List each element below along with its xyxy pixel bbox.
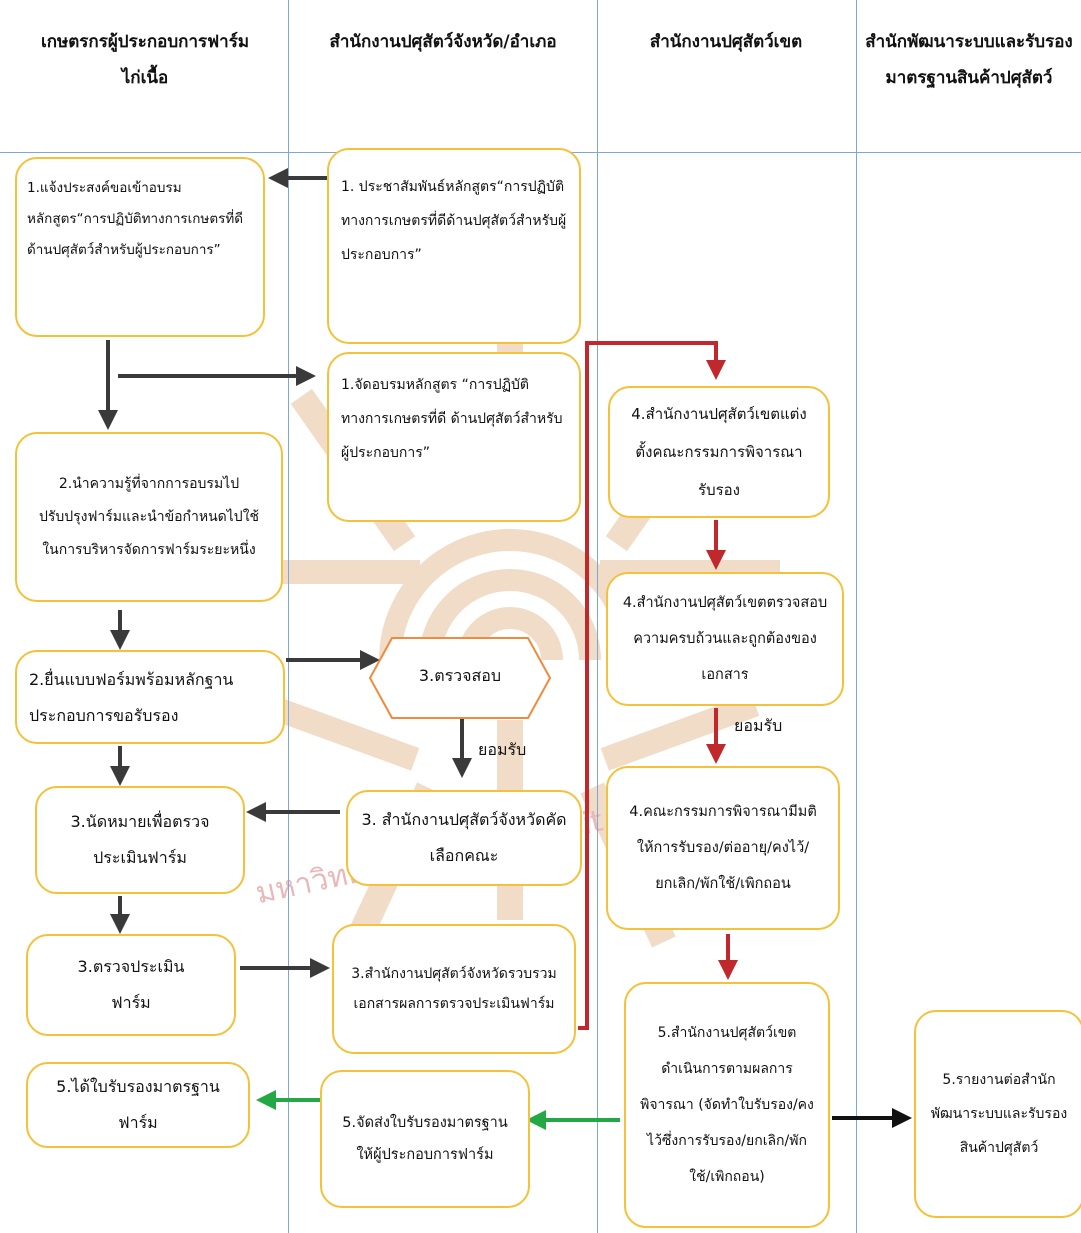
node-reg-appoint-committee: 4.สำนักงานปศุสัตว์เขตแต่งตั้งคณะกรรมการพ… <box>608 386 830 518</box>
node-farmer-appointment: 3.นัดหมายเพื่อตรวจประเมินฟาร์ม <box>35 786 245 894</box>
node-prov-check-label: 3.ตรวจสอบ <box>418 666 502 685</box>
node-reg-check-docs: 4.สำนักงานปศุสัตว์เขตตรวจสอบความครบถ้วนแ… <box>606 572 844 706</box>
node-farmer-submit-form: 2.ยื่นแบบฟอร์มพร้อมหลักฐานประกอบการขอรับ… <box>15 650 285 744</box>
node-farmer-apply-training: 1.แจ้งประสงค์ขอเข้าอบรมหลักสูตร“การปฏิบั… <box>15 157 265 337</box>
node-prov-send-cert: 5.จัดส่งใบรับรองมาตรฐานให้ผู้ประกอบการฟา… <box>320 1070 530 1208</box>
lane-header-provincial: สำนักงานปศุสัตว์จังหวัด/อำเภอ <box>329 32 557 52</box>
node-prov-check-hexagon <box>368 637 552 719</box>
node-prov-select-team: 3. สำนักงานปศุสัตว์จังหวัดคัดเลือกคณะ <box>346 790 582 886</box>
node-prov-compile: 3.สำนักงานปศุสัตว์จังหวัดรวบรวมเอกสารผลก… <box>332 924 576 1054</box>
lane-header-bureau: สำนักพัฒนาระบบและรับรองมาตรฐานสินค้าปศุส… <box>865 32 1073 88</box>
node-prov-publicize: 1. ประชาสัมพันธ์หลักสูตร“การปฏิบัติทางกา… <box>327 148 581 344</box>
node-bureau-report: 5.รายงานต่อสำนักพัฒนาระบบและรับรองสินค้า… <box>914 1010 1081 1218</box>
lane-header-regional: สำนักงานปศุสัตว์เขต <box>649 32 803 52</box>
lane-divider <box>288 0 289 1233</box>
node-prov-training: 1.จัดอบรมหลักสูตร “การปฏิบัติทางการเกษตร… <box>327 352 581 522</box>
node-reg-committee-resolve: 4.คณะกรรมการพิจารณามีมติให้การรับรอง/ต่อ… <box>606 766 840 930</box>
lane-divider <box>597 0 598 1233</box>
node-farmer-inspection: 3.ตรวจประเมินฟาร์ม <box>26 934 236 1036</box>
node-farmer-apply-knowledge: 2.นำความรู้ที่จากการอบรมไปปรับปรุงฟาร์มแ… <box>15 432 283 602</box>
edge-label-accept-provincial: ยอมรับ <box>478 740 527 759</box>
edge-label-accept-regional: ยอมรับ <box>734 716 783 735</box>
lane-divider <box>856 0 857 1233</box>
node-farmer-certificate: 5.ได้ใบรับรองมาตรฐานฟาร์ม <box>26 1062 250 1148</box>
node-reg-follow-up: 5.สำนักงานปศุสัตว์เขตดำเนินการตามผลการพิ… <box>624 982 830 1228</box>
lane-header-farmer: เกษตรกรผู้ประกอบการฟาร์มไก่เนื้อ <box>40 32 250 88</box>
